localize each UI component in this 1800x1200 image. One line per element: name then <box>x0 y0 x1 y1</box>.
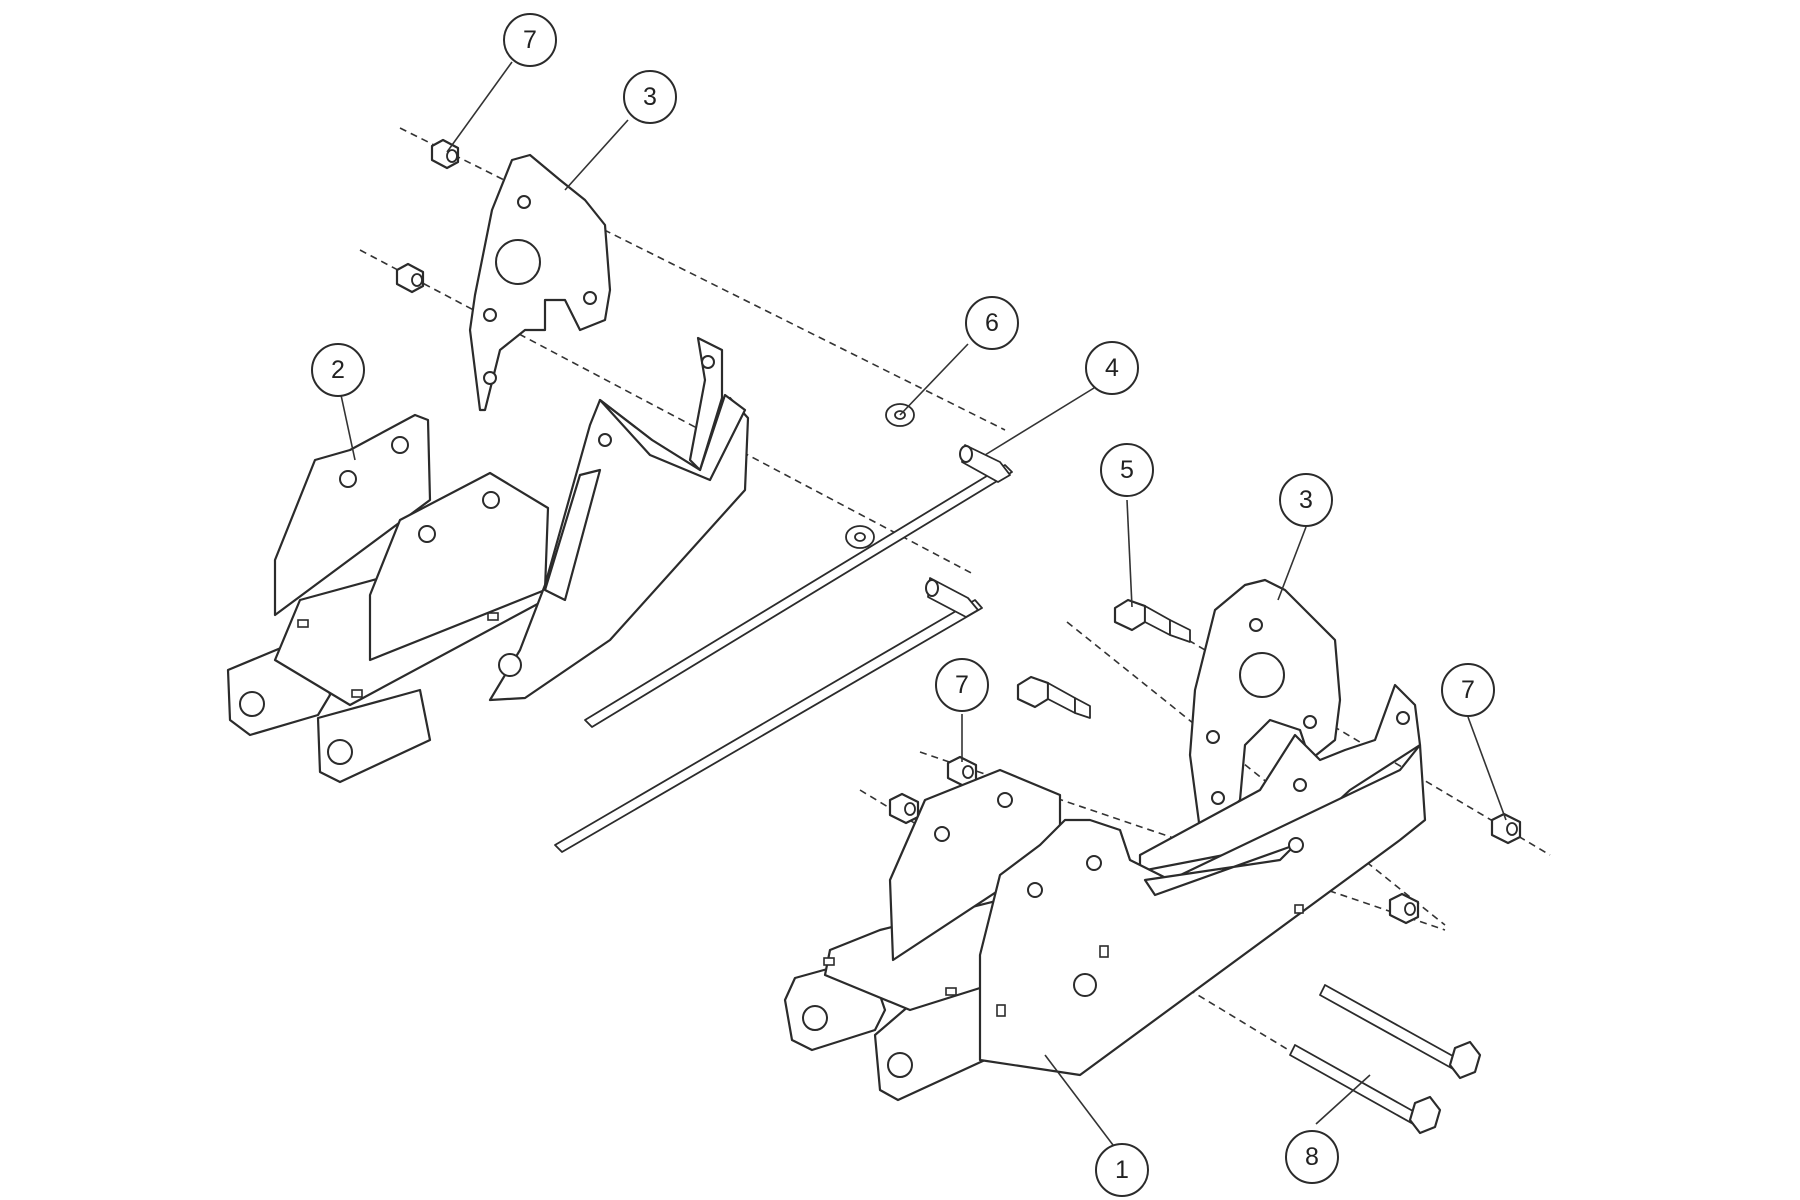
callout-label: 4 <box>1105 354 1119 382</box>
callout-label: 5 <box>1120 456 1134 484</box>
left-mount-bracket <box>226 336 750 784</box>
callout-label: 7 <box>523 26 537 54</box>
callout-6: 6 <box>965 296 1019 350</box>
callout-label: 7 <box>955 671 969 699</box>
callout-3-top: 3 <box>623 70 677 124</box>
nut-lower-bracket <box>888 792 920 825</box>
nut-upper-left <box>430 138 460 170</box>
callout-label: 3 <box>643 83 657 111</box>
callout-label: 6 <box>985 309 999 337</box>
callout-label: 1 <box>1115 1156 1129 1184</box>
callout-8: 8 <box>1285 1130 1339 1184</box>
washer-lower <box>845 525 875 549</box>
nut-right-lower <box>1388 892 1420 925</box>
pin-upper <box>584 444 1013 728</box>
callout-2: 2 <box>311 343 365 397</box>
long-bolt-lower <box>1289 1044 1442 1135</box>
callout-label: 3 <box>1299 486 1313 514</box>
callout-7-right: 7 <box>1441 663 1495 717</box>
callout-label: 2 <box>331 356 345 384</box>
long-bolt-upper <box>1319 984 1482 1080</box>
callout-5: 5 <box>1100 443 1154 497</box>
pin-lower <box>554 577 983 853</box>
callout-7-mid: 7 <box>935 658 989 712</box>
callout-4: 4 <box>1085 341 1139 395</box>
nut-mid-left <box>395 262 425 294</box>
bolt-lower <box>1016 675 1091 719</box>
bolt-upper <box>1113 598 1191 643</box>
callout-7-top-left: 7 <box>503 13 557 67</box>
callout-3-right: 3 <box>1279 473 1333 527</box>
callout-1: 1 <box>1095 1143 1149 1197</box>
leader-lines <box>340 61 1507 1146</box>
right-main-bracket <box>783 683 1427 1102</box>
upper-right-plate <box>1188 578 1342 832</box>
callout-label: 8 <box>1305 1143 1319 1171</box>
upper-left-plate <box>468 153 612 412</box>
callout-label: 7 <box>1461 676 1475 704</box>
